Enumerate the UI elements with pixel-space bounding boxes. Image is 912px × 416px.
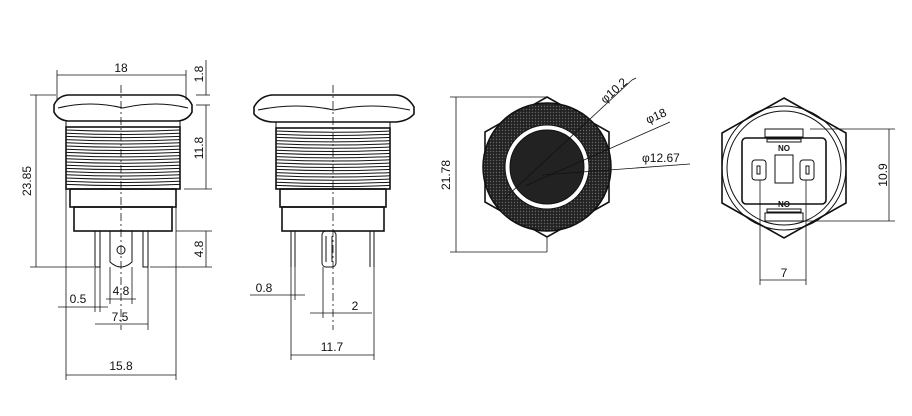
dim-top-ring: φ10.2 bbox=[598, 75, 631, 106]
thread-line bbox=[275, 172, 391, 175]
dim-front-pin-thickness: 0.5 bbox=[70, 292, 87, 306]
thread-line bbox=[65, 139, 181, 142]
thread-line bbox=[65, 180, 181, 183]
thread-line bbox=[275, 162, 391, 165]
thread-line bbox=[65, 148, 181, 151]
dim-side-pin-width: 0.8 bbox=[256, 281, 273, 295]
dim-side-pin-offset: 2 bbox=[352, 299, 359, 313]
thread-line bbox=[275, 156, 391, 159]
thread-line bbox=[65, 142, 181, 145]
dim-top-button: φ12.67 bbox=[642, 151, 680, 165]
thread-line bbox=[65, 145, 181, 148]
thread-line bbox=[275, 130, 391, 133]
top-view: φ10.2 φ18 φ12.67 21.78 bbox=[439, 75, 691, 253]
thread-line bbox=[275, 140, 391, 143]
dim-top-bezel: φ18 bbox=[644, 105, 669, 127]
dim-front-pin-spacing-inner: 4.8 bbox=[113, 284, 130, 298]
thread-line bbox=[65, 158, 181, 161]
thread-line bbox=[65, 132, 181, 135]
dim-front-total-height: 23.85 bbox=[20, 166, 34, 196]
bottom-view: NO NO 10.9 7 bbox=[721, 97, 895, 285]
thread-line bbox=[65, 129, 181, 132]
dim-bottom-terminal-height: 10.9 bbox=[876, 163, 890, 187]
front-view: 18 1.8 11.8 23.85 4.8 0.5 4.8 7.5 bbox=[20, 60, 212, 380]
label-no-bottom: NO bbox=[778, 200, 790, 209]
thread-lines bbox=[65, 129, 181, 187]
dim-bottom-terminal-spacing: 7 bbox=[781, 266, 788, 280]
dim-front-width-top: 18 bbox=[114, 61, 128, 75]
thread-line bbox=[65, 161, 181, 164]
thread-line bbox=[65, 164, 181, 167]
thread-line bbox=[275, 146, 391, 149]
side-view: 0.8 2 11.7 bbox=[250, 85, 415, 360]
dim-front-pin-length: 4.8 bbox=[192, 240, 206, 257]
thread-line bbox=[65, 171, 181, 174]
thread-line bbox=[65, 174, 181, 177]
dim-front-thread: 11.8 bbox=[192, 136, 206, 159]
label-no-top: NO bbox=[778, 144, 790, 153]
thread-line bbox=[65, 183, 181, 187]
thread-line bbox=[65, 167, 181, 171]
dim-top-hex-height: 21.78 bbox=[439, 160, 453, 190]
thread-line bbox=[65, 151, 181, 155]
dim-front-body-width: 15.8 bbox=[109, 359, 133, 373]
thread-line bbox=[65, 135, 181, 139]
thread-line bbox=[65, 155, 181, 158]
thread-line bbox=[65, 177, 181, 180]
dim-front-flange: 1.8 bbox=[192, 65, 206, 82]
dim-front-pin-spacing-outer: 7.5 bbox=[112, 310, 129, 324]
thread-line bbox=[275, 178, 391, 181]
dim-side-width: 11.7 bbox=[321, 340, 344, 354]
